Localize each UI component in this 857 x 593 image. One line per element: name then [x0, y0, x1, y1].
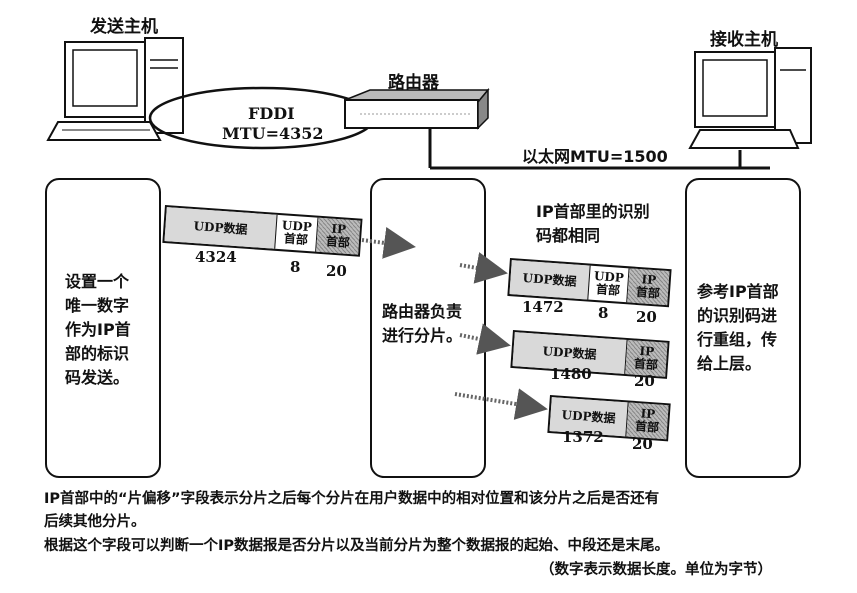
- sender-box: 设置一个 唯一数字 作为IP首 部的标识 码发送。: [45, 178, 161, 478]
- receiver-host-label: 接收主机: [710, 30, 778, 50]
- arrow-to-fragment-2: [459, 323, 511, 355]
- id-note: IP首部里的识别 码都相同: [536, 202, 650, 245]
- network-diagram: [46, 37, 812, 170]
- ethernet-mtu-label: 以太网MTU=1500: [522, 147, 668, 166]
- fragment-1-data-len: 1472: [522, 298, 564, 316]
- fragment-3-data-len: 1372: [562, 428, 604, 446]
- arrow-to-fragment-1: [459, 252, 508, 284]
- fragment-2-data-len: 1480: [550, 365, 592, 383]
- fddi-label: FDDI: [248, 104, 295, 123]
- fddi-mtu-label: MTU=4352: [222, 124, 324, 143]
- fragment-3-ip-len: 20: [632, 435, 653, 453]
- sender-box-text: 设置一个 唯一数字 作为IP首 部的标识 码发送。: [65, 272, 131, 387]
- router-label: 路由器: [388, 73, 439, 93]
- fragment-1-ip-len: 20: [636, 308, 657, 326]
- original-udp-len: 8: [290, 258, 301, 276]
- router-box-text: 路由器负责 进行分片。: [382, 302, 463, 345]
- router-icon: [344, 87, 490, 130]
- receiver-box-text: 参考IP首部 的识别码进 行重组，传 给上层。: [697, 282, 779, 373]
- arrow-to-fragment-3: [454, 388, 548, 420]
- footer-line-4: （数字表示数据长度。单位为字节）: [540, 562, 772, 578]
- receiver-computer-icon: [688, 47, 812, 149]
- original-data-len: 4324: [195, 248, 237, 266]
- fragment-1-udp-len: 8: [598, 304, 609, 322]
- footer-line-1: IP首部中的“片偏移”字段表示分片之后每个分片在用户数据中的相对位置和该分片之后…: [44, 491, 660, 507]
- fragment-2-ip-len: 20: [634, 372, 655, 390]
- original-ip-len: 20: [326, 262, 347, 280]
- footer-line-2: 后续其他分片。: [44, 514, 146, 530]
- sender-computer-icon: [46, 37, 184, 141]
- receiver-box: 参考IP首部 的识别码进 行重组，传 给上层。: [685, 178, 801, 478]
- arrow-original-to-router: [361, 227, 416, 259]
- footer-line-3: 根据这个字段可以判断一个IP数据报是否分片以及当前分片为整个数据报的起始、中段还…: [44, 538, 670, 554]
- sender-host-label: 发送主机: [90, 17, 158, 37]
